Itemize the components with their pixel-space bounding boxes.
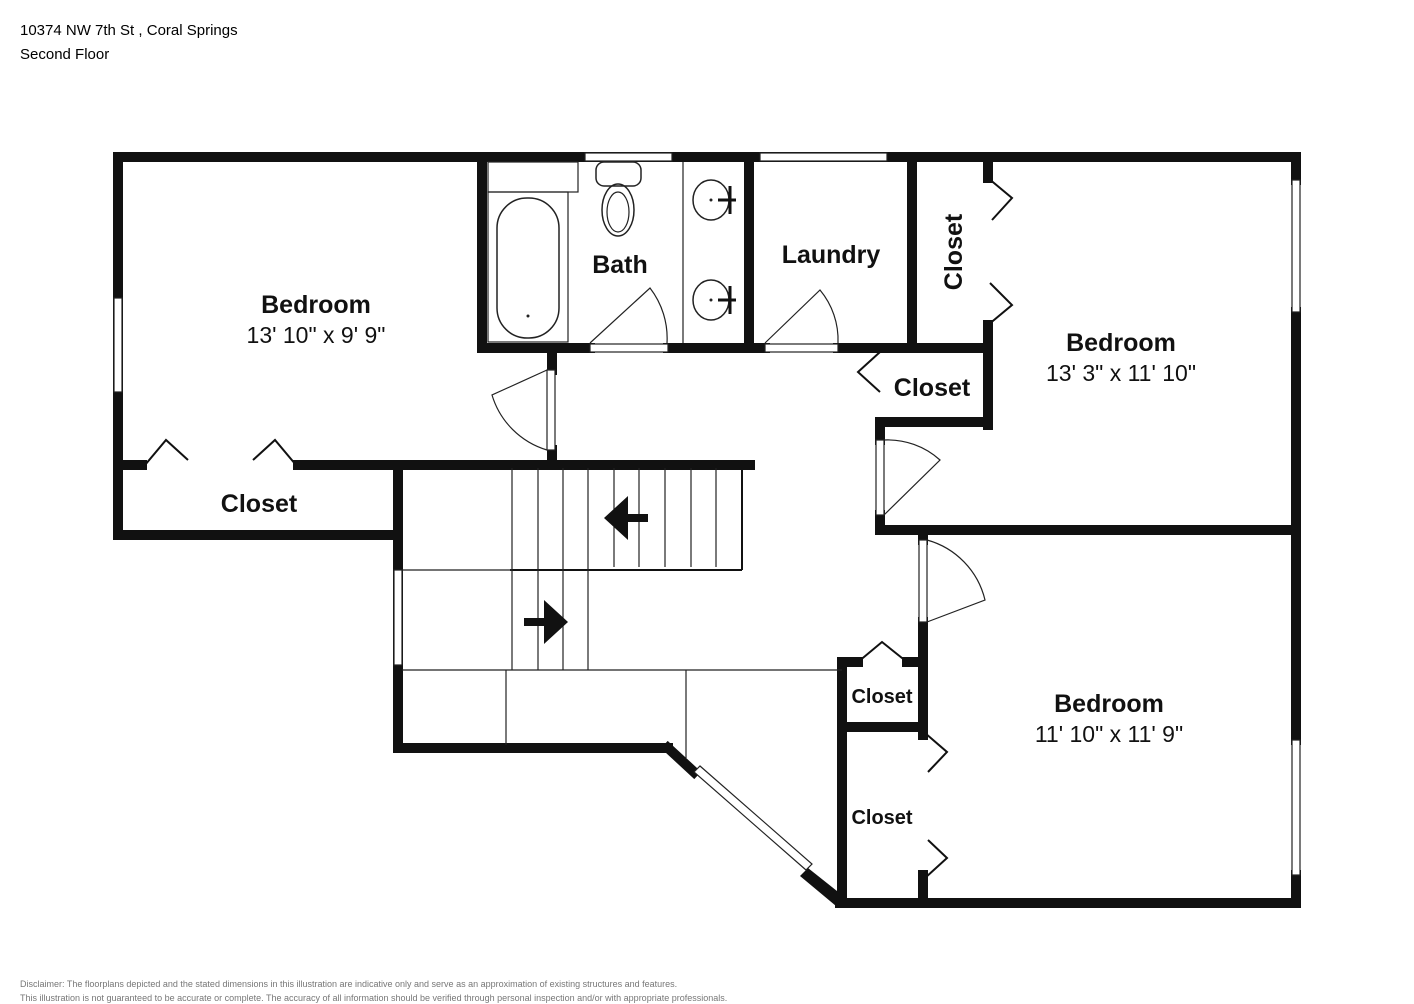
walls	[113, 152, 1301, 908]
disclaimer-line-2: This illustration is not guaranteed to b…	[20, 993, 728, 1003]
floor-label: Second Floor	[20, 46, 110, 63]
closet-lower-name: Closet	[851, 807, 912, 829]
closet-vertical-name: Closet	[940, 213, 968, 290]
bath-name: Bath	[592, 251, 648, 279]
bedroom-1-dims: 13' 10" x 9' 9"	[247, 322, 386, 348]
address-title: 10374 NW 7th St , Coral Springs	[20, 22, 238, 39]
closet-bedroom1-name: Closet	[221, 490, 298, 518]
windows	[113, 152, 1301, 876]
bedroom-1-name: Bedroom	[261, 291, 371, 319]
stairs	[402, 465, 842, 758]
bedroom-3-name: Bedroom	[1054, 690, 1164, 718]
bedroom-2-name: Bedroom	[1066, 329, 1176, 357]
laundry-name: Laundry	[782, 241, 881, 269]
closet-hall-name: Closet	[894, 374, 971, 402]
bath-fixtures	[487, 161, 736, 343]
room-labels: Bedroom 13' 10" x 9' 9" Bath Laundry Clo…	[221, 213, 1196, 829]
doors	[144, 177, 1014, 879]
bedroom-3-dims: 11' 10" x 11' 9"	[1035, 721, 1183, 747]
bedroom-2-dims: 13' 3" x 11' 10"	[1046, 360, 1196, 386]
closet-small-name: Closet	[851, 686, 912, 708]
disclaimer-line-1: Disclaimer: The floorplans depicted and …	[20, 979, 678, 989]
